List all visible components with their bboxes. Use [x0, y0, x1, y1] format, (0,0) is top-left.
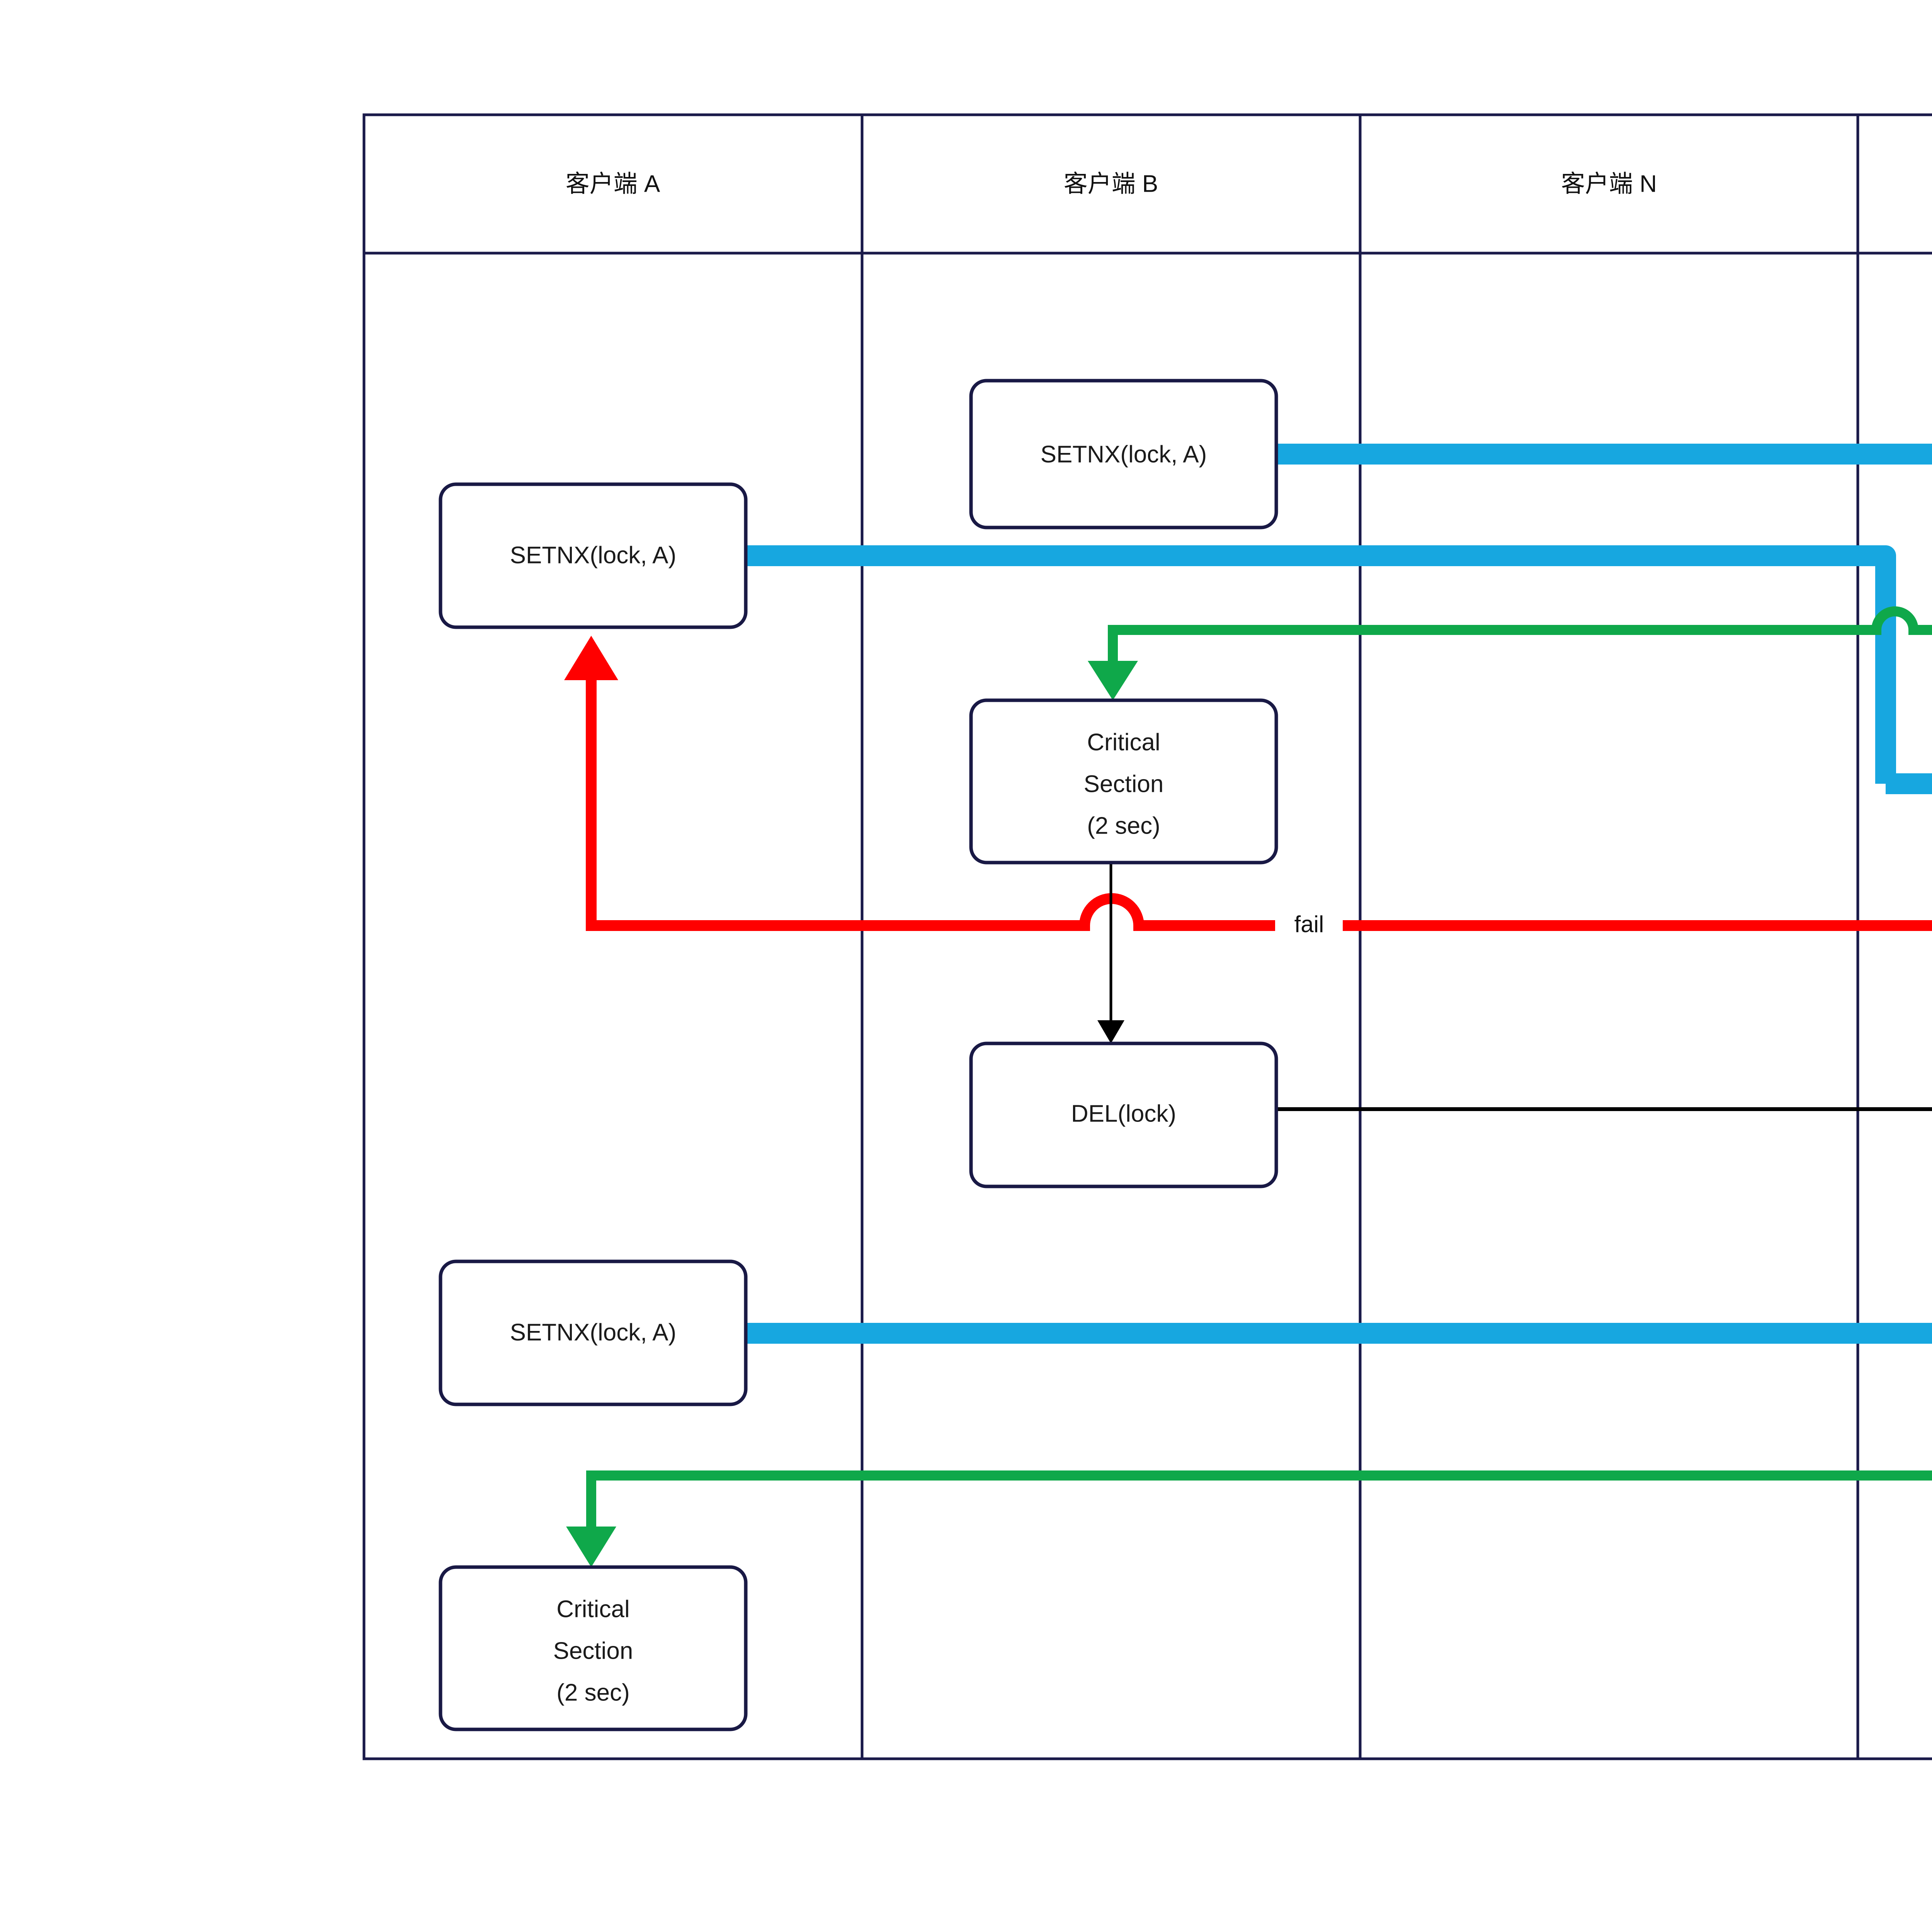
node-critical-b-shape[interactable] — [969, 698, 1278, 865]
node-critical-a-line-3: (2 sec) — [556, 1679, 629, 1706]
edge-redis-success-to-critical-b — [1088, 606, 1932, 700]
edge-line-green-1 — [1108, 606, 1932, 674]
arrowhead-green-2 — [566, 1527, 616, 1567]
node-setnx-a-1-label: SETNX(lock, A) — [510, 542, 677, 568]
arrowhead-green-1 — [1088, 661, 1138, 700]
node-critical-a-line-2: Section — [553, 1637, 633, 1664]
node-critical-b-line-2: Section — [1084, 771, 1164, 797]
edge-label-fail-backdrop — [1275, 904, 1343, 948]
edge-del-to-redis-success — [1275, 1107, 1932, 1111]
node-setnx-a-2-shape[interactable] — [439, 1259, 748, 1406]
node-critical-a-line-1: Critical — [556, 1596, 629, 1622]
lane-header-client-n: 客户端 N — [1561, 170, 1657, 197]
edge-setnx-b-to-redis-success — [1275, 444, 1932, 465]
edge-label-fail-group: fail — [1275, 904, 1343, 948]
node-del-b-shape[interactable] — [969, 1042, 1278, 1188]
edge-line-green-2 — [586, 1470, 1932, 1540]
node-setnx-b-1-label: SETNX(lock, A) — [1041, 441, 1207, 468]
edge-redis-success-to-critical-a — [566, 1470, 1932, 1567]
edge-critical-b-to-del — [1097, 863, 1124, 1043]
node-critical-a[interactable]: Critical Section (2 sec) — [439, 1565, 748, 1731]
node-setnx-a-2[interactable]: SETNX(lock, A) — [439, 1259, 748, 1406]
lane-header-client-a: 客户端 A — [566, 170, 660, 197]
edge-label-fail: fail — [1294, 911, 1324, 937]
arrowhead-red-1 — [564, 636, 618, 680]
edge-setnx-a-to-redis-fail — [746, 545, 1932, 794]
node-critical-a-shape[interactable] — [439, 1565, 748, 1731]
node-setnx-a-1-shape[interactable] — [439, 482, 748, 629]
lane-header-client-b: 客户端 B — [1064, 170, 1158, 197]
node-critical-b-line-3: (2 sec) — [1087, 812, 1160, 839]
node-setnx-b-1-shape[interactable] — [969, 379, 1278, 529]
node-del-b-label: DEL(lock) — [1071, 1100, 1176, 1127]
node-del-b[interactable]: DEL(lock) — [969, 1042, 1278, 1188]
node-setnx-a-1[interactable]: SETNX(lock, A) — [439, 482, 748, 629]
edge-line-blue-2 — [746, 545, 1896, 784]
arrowhead-black-1 — [1097, 1020, 1124, 1043]
node-setnx-b-1[interactable]: SETNX(lock, A) — [969, 379, 1278, 529]
node-critical-b[interactable]: Critical Section (2 sec) — [969, 698, 1278, 865]
edge-setnx-a2-to-redis-success — [746, 1323, 1932, 1344]
node-setnx-a-2-label: SETNX(lock, A) — [510, 1319, 677, 1346]
node-critical-b-line-1: Critical — [1087, 729, 1160, 756]
lane-grid — [362, 113, 1932, 1760]
lane-header-row: 客户端 A 客户端 B 客户端 N Redis — [566, 170, 1657, 197]
table-outer-border — [362, 113, 1932, 1760]
